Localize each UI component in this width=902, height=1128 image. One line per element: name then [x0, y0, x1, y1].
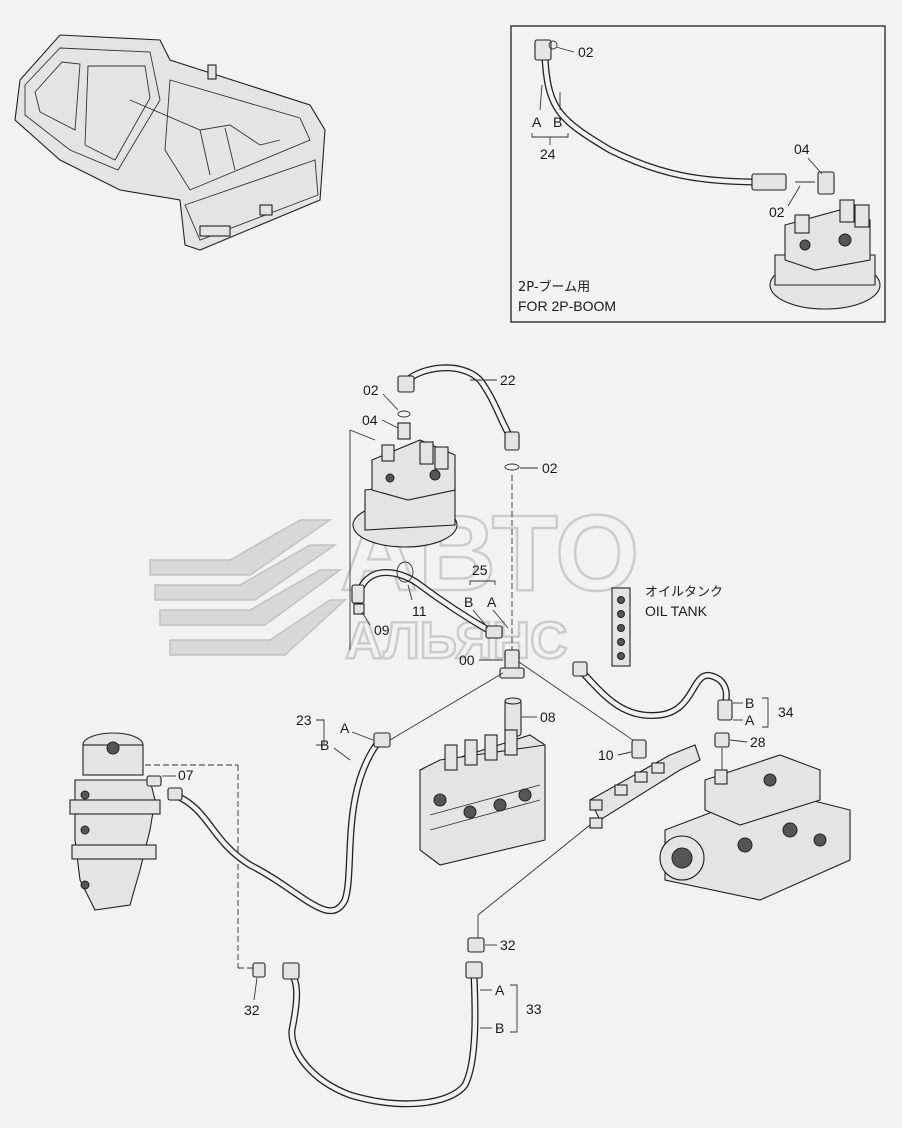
callout-10: 10 — [598, 747, 614, 763]
callout-34-b: B — [745, 695, 754, 711]
callout-23-b: B — [320, 737, 329, 753]
inset-2p-boom: 02 A B 24 04 02 2P-ブーム用 FOR 2P-BOOM — [510, 25, 886, 323]
callout-25-b: B — [464, 594, 473, 610]
inset-callout-b: B — [553, 114, 562, 130]
callout-34-a: A — [745, 712, 755, 728]
hydraulic-pump — [659, 754, 851, 901]
callout-33: 33 — [526, 1001, 542, 1017]
callout-33-a: A — [495, 982, 505, 998]
callout-22: 22 — [500, 372, 516, 388]
oil-tank-manifold — [611, 587, 631, 667]
watermark-line2: АЛЬЯНС — [345, 612, 568, 670]
callout-25: 25 — [472, 562, 488, 578]
hose-33 — [282, 961, 483, 1108]
strainer-08 — [504, 697, 522, 737]
callout-23: 23 — [296, 712, 312, 728]
inset-callout-a: A — [532, 114, 542, 130]
callout-00: 00 — [459, 652, 475, 668]
callout-07: 07 — [178, 767, 194, 783]
control-valve — [419, 729, 546, 866]
callout-25-a: A — [487, 594, 497, 610]
callout-32-right: 32 — [500, 937, 516, 953]
fitting-32-left — [252, 962, 266, 978]
hose-23 — [146, 732, 391, 915]
inset-title-jp: 2P-ブーム用 — [518, 279, 590, 295]
inset-callout-24: 24 — [540, 146, 556, 162]
excavator-overview-illustration — [14, 34, 326, 251]
callout-02-left: 02 — [363, 382, 379, 398]
fitting-28 — [714, 732, 730, 748]
callout-28: 28 — [750, 734, 766, 750]
callout-23-a: A — [340, 720, 350, 736]
callout-08: 08 — [540, 709, 556, 725]
inset-callout-02-top: 02 — [578, 44, 594, 60]
oil-tank-label-jp: オイルタンク — [645, 585, 723, 600]
callout-33-b: B — [495, 1020, 504, 1036]
callout-32-left: 32 — [244, 1002, 260, 1018]
hose-34 — [572, 661, 733, 721]
inset-callout-02-mid: 02 — [769, 204, 785, 220]
swing-motor-main — [349, 422, 458, 650]
callout-04: 04 — [362, 412, 378, 428]
inset-callout-04: 04 — [794, 141, 810, 157]
callout-02-right: 02 — [542, 460, 558, 476]
oil-tank-label-en: OIL TANK — [645, 603, 708, 619]
callout-34: 34 — [778, 704, 794, 720]
fitting-10 — [631, 739, 647, 759]
callout-11: 11 — [412, 603, 427, 619]
hose-11 — [351, 561, 503, 639]
fitting-32-right — [467, 937, 485, 953]
swivel-joint — [69, 732, 161, 911]
inset-swing-motor — [769, 199, 881, 310]
inset-title-en: FOR 2P-BOOM — [518, 298, 616, 314]
callout-09: 09 — [374, 622, 390, 638]
tee-fitting-00 — [499, 649, 525, 679]
